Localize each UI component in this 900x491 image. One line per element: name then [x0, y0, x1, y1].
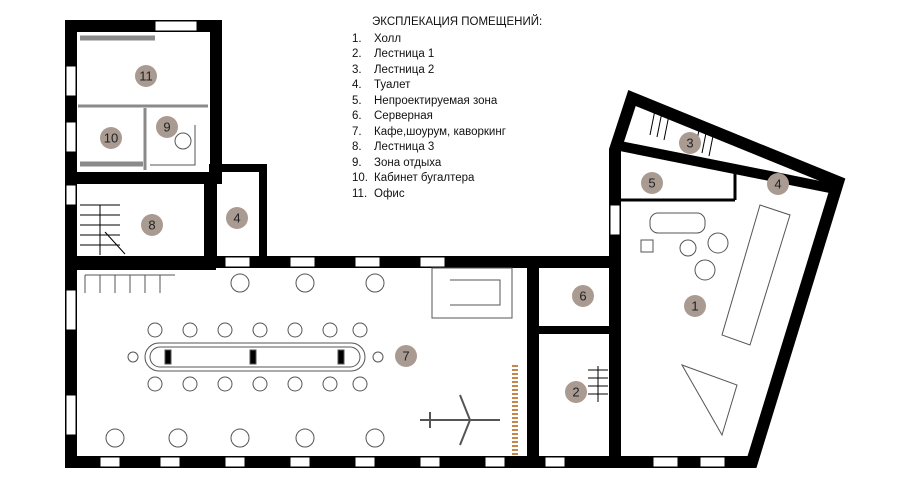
- svg-text:3: 3: [686, 136, 693, 151]
- legend-item-label: Кабинет бугалтера: [374, 172, 475, 184]
- legend-item-label: Лестница 1: [374, 48, 435, 60]
- svg-text:5: 5: [648, 176, 655, 191]
- partitions: [78, 35, 208, 170]
- room-marker-4-left: 4: [226, 207, 248, 229]
- legend-item-label: Туалет: [374, 79, 411, 91]
- legend-item-label: Офис: [374, 187, 405, 200]
- windows: [65, 20, 726, 468]
- room-marker-1: 1: [684, 295, 706, 317]
- legend-item-label: Лестница 2: [374, 63, 435, 76]
- svg-text:11: 11: [139, 69, 153, 84]
- room-marker-2: 2: [565, 381, 587, 403]
- svg-text:2: 2: [572, 385, 579, 400]
- legend-item-number: 1.: [352, 32, 362, 45]
- room-marker-8: 8: [141, 214, 163, 236]
- legend-title: ЭКСПЛЕКАЦИЯ ПОМЕЩЕНИЙ:: [372, 16, 543, 28]
- svg-text:1: 1: [691, 299, 698, 314]
- stair3-walls: [65, 172, 216, 270]
- legend-item-label: Зона отдыха: [374, 156, 442, 169]
- svg-text:10: 10: [104, 131, 118, 146]
- svg-text:8: 8: [148, 218, 155, 233]
- legend-item: 1. Холл: [352, 32, 542, 48]
- legend-item: 5. Непроектируемая зона: [352, 94, 542, 110]
- svg-text:6: 6: [579, 289, 586, 304]
- legend-item-number: 10.: [352, 172, 368, 184]
- furniture: [84, 125, 791, 455]
- legend-item-number: 4.: [352, 79, 362, 91]
- legend-item-label: Серверная: [374, 110, 433, 122]
- room-marker-10: 10: [100, 127, 122, 149]
- legend-item: 10. Кабинет бугалтера: [352, 171, 542, 187]
- legend-item-number: 5.: [352, 94, 362, 107]
- airplane-model: [420, 394, 500, 446]
- svg-text:9: 9: [163, 120, 170, 135]
- room-marker-9: 9: [156, 116, 178, 138]
- legend-item-label: Лестница 3: [374, 141, 435, 153]
- svg-text:4: 4: [774, 177, 781, 192]
- legend-item-number: 11.: [352, 187, 368, 200]
- legend-item-number: 9.: [352, 156, 362, 169]
- legend-item: 6. Серверная: [352, 109, 542, 125]
- room-marker-3: 3: [679, 132, 701, 154]
- legend-item: 4. Туалет: [352, 78, 542, 94]
- round-tables: [105, 273, 385, 448]
- legend-item: 11. Офис: [352, 187, 542, 203]
- room-marker-7: 7: [395, 345, 417, 367]
- room-marker-6: 6: [572, 285, 594, 307]
- room-markers: 1 2 3 4 4 5 6 7 8 9 10 11: [100, 65, 789, 403]
- legend-item: 9. Зона отдыха: [352, 156, 542, 172]
- legend-item-label: Кафе,шоурум, каворкинг: [374, 125, 506, 138]
- legend-item: 7. Кафе,шоурум, каворкинг: [352, 125, 542, 141]
- room-marker-4-right: 4: [767, 173, 789, 195]
- legend-item: 2. Лестница 1: [352, 47, 542, 63]
- room-legend: ЭКСПЛЕКАЦИЯ ПОМЕЩЕНИЙ: 1. Холл 2. Лестница …: [352, 15, 542, 202]
- legend-item-label: Непроектируемая зона: [374, 94, 498, 107]
- legend-item-number: 8.: [352, 141, 362, 153]
- chairs-top-row: [127, 322, 384, 392]
- legend-item-number: 7.: [352, 125, 362, 138]
- legend-item-label: Холл: [374, 32, 402, 45]
- legend-item-number: 6.: [352, 110, 362, 122]
- svg-text:7: 7: [402, 349, 409, 364]
- legend-item: 3. Лестница 2: [352, 63, 542, 79]
- svg-text:4: 4: [233, 211, 240, 226]
- legend-item-number: 3.: [352, 63, 362, 76]
- legend-item-number: 2.: [352, 48, 362, 60]
- legend-item: 8. Лестница 3: [352, 140, 542, 156]
- room-marker-5: 5: [641, 172, 663, 194]
- room-marker-11: 11: [135, 65, 157, 87]
